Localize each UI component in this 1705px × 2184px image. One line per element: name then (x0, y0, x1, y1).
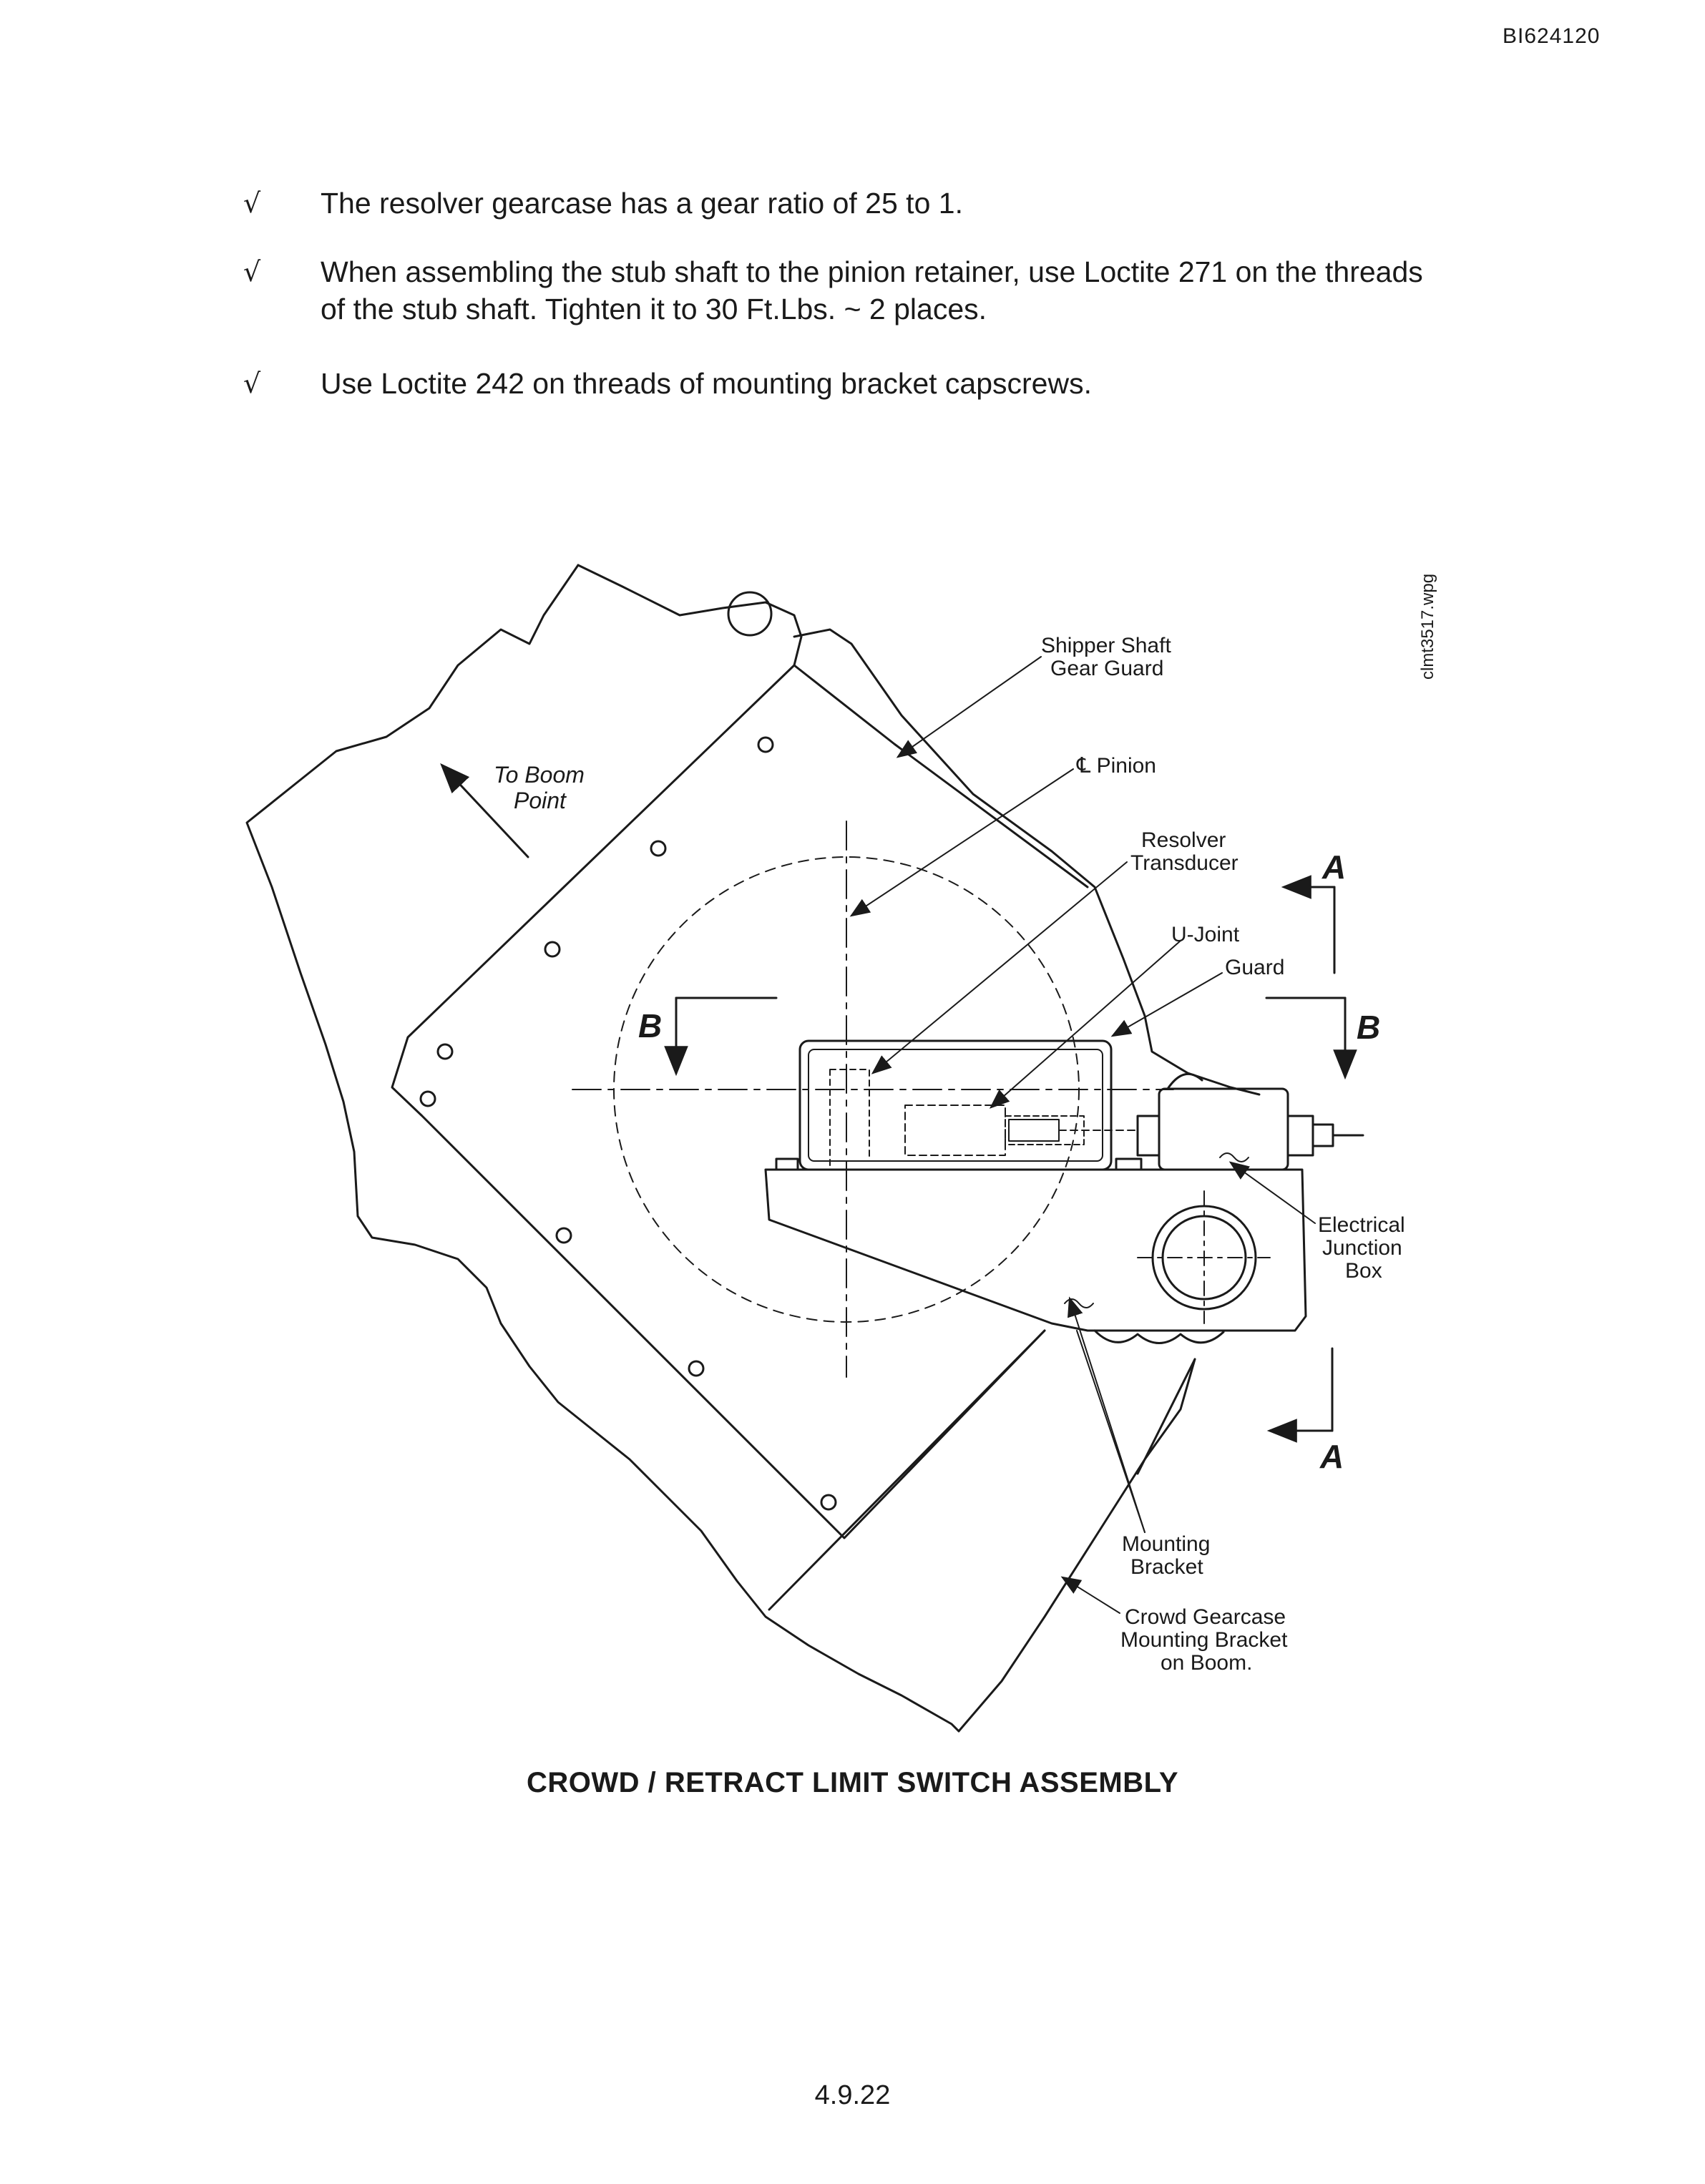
checkmark-icon: √ (243, 187, 261, 219)
crowd-bracket-label: Crowd Gearcase (1125, 1605, 1286, 1629)
pinion-label: ℄ Pinion (1076, 754, 1156, 778)
leader-crowd-bracket (1060, 1576, 1120, 1614)
section-a-bottom-letter: A (1319, 1438, 1344, 1475)
weld-symbol (1219, 1152, 1249, 1162)
to-boom-arrow (440, 763, 529, 858)
note-item-gear-ratio: √ The resolver gearcase has a gear ratio… (243, 185, 1531, 222)
boom-tip-outline (957, 1358, 1196, 1733)
section-a-top-letter: A (1322, 848, 1346, 886)
shaft-splines (1008, 1119, 1060, 1142)
mounting-bracket-label: Bracket (1130, 1555, 1203, 1579)
shipper-shaft-label: Gear Guard (1050, 657, 1163, 680)
junction-box-label: Electrical (1318, 1213, 1405, 1237)
leader-mounting-bracket-2 (1076, 1330, 1145, 1533)
leader-resolver (871, 861, 1128, 1074)
boom-outline (245, 564, 960, 1733)
document-id: BI624120 (1503, 24, 1601, 48)
bracket-scallops (1093, 1329, 1225, 1344)
leader-ujoint (989, 940, 1181, 1109)
note-item-capscrews: √ Use Loctite 242 on threads of mounting… (243, 365, 1531, 402)
note-text: Use Loctite 242 on threads of mounting b… (321, 367, 1092, 400)
shipper-shaft-label: Shipper Shaft (1041, 634, 1171, 657)
note-text: The resolver gearcase has a gear ratio o… (321, 187, 963, 220)
figure-caption: CROWD / RETRACT LIMIT SWITCH ASSEMBLY (526, 1767, 1179, 1798)
bolt-hole (820, 1494, 837, 1511)
section-b-left-letter: B (638, 1007, 662, 1044)
electrical-junction-box (1158, 1087, 1289, 1171)
mounting-bracket-label: Mounting (1122, 1532, 1210, 1556)
coupling (1136, 1115, 1161, 1157)
note-text-line-2: of the stub shaft. Tighten it to 30 Ft.L… (321, 293, 987, 325)
bolt-hole (555, 1227, 572, 1244)
guard-label: Guard (1225, 956, 1284, 979)
leader-pinion (849, 768, 1074, 917)
capscrew-head (1115, 1157, 1143, 1171)
page-number: 4.9.22 (814, 2080, 891, 2110)
checkmark-icon: √ (243, 368, 261, 399)
bolt-hole (688, 1360, 705, 1377)
bolt-hole (419, 1090, 436, 1107)
note-item-stub-shaft: √ When assembling the stub shaft to the … (243, 253, 1531, 328)
resolver-transducer-body (904, 1105, 1006, 1156)
junction-box-label: Box (1345, 1259, 1382, 1283)
section-b-right-letter: B (1357, 1009, 1380, 1046)
resolver-housing-inner (808, 1049, 1103, 1162)
bolt-hole (650, 840, 667, 857)
figure-file-tag: clmt3517.wpg (1418, 574, 1437, 680)
cable-gland (1311, 1123, 1334, 1147)
crowd-bracket-label: Mounting Bracket (1120, 1628, 1288, 1652)
junction-box-lug (1166, 1073, 1203, 1090)
bolt-hole (436, 1043, 454, 1060)
gear-guard-plate (391, 564, 1089, 1539)
notes-list: √ The resolver gearcase has a gear ratio… (243, 185, 1531, 439)
resolver-internal-lines (829, 1069, 870, 1167)
resolver-label: Resolver (1141, 828, 1226, 852)
checkmark-icon: √ (243, 256, 261, 288)
resolver-label: Transducer (1130, 851, 1239, 875)
crowd-bracket-label: on Boom. (1161, 1651, 1252, 1675)
note-text-line-1: When assembling the stub shaft to the pi… (321, 255, 1423, 288)
capscrew-head (775, 1157, 799, 1171)
to-boom-label: Point (514, 788, 567, 813)
bolt-hole (544, 941, 561, 958)
cable-connector (1286, 1115, 1314, 1157)
ujoint-label: U-Joint (1171, 923, 1240, 946)
weld-symbol (1064, 1298, 1094, 1308)
leader-guard (1110, 972, 1223, 1037)
leader-junction-box (1228, 1161, 1316, 1224)
lifting-lug-hole (727, 591, 773, 637)
to-boom-label: To Boom (494, 762, 585, 788)
mounting-bracket (764, 1168, 1307, 1332)
leader-shipper-shaft (896, 656, 1042, 758)
crowd-gearcase-bracket (768, 1329, 1196, 1611)
bolt-hole (757, 736, 774, 753)
junction-box-label: Junction (1322, 1236, 1402, 1260)
